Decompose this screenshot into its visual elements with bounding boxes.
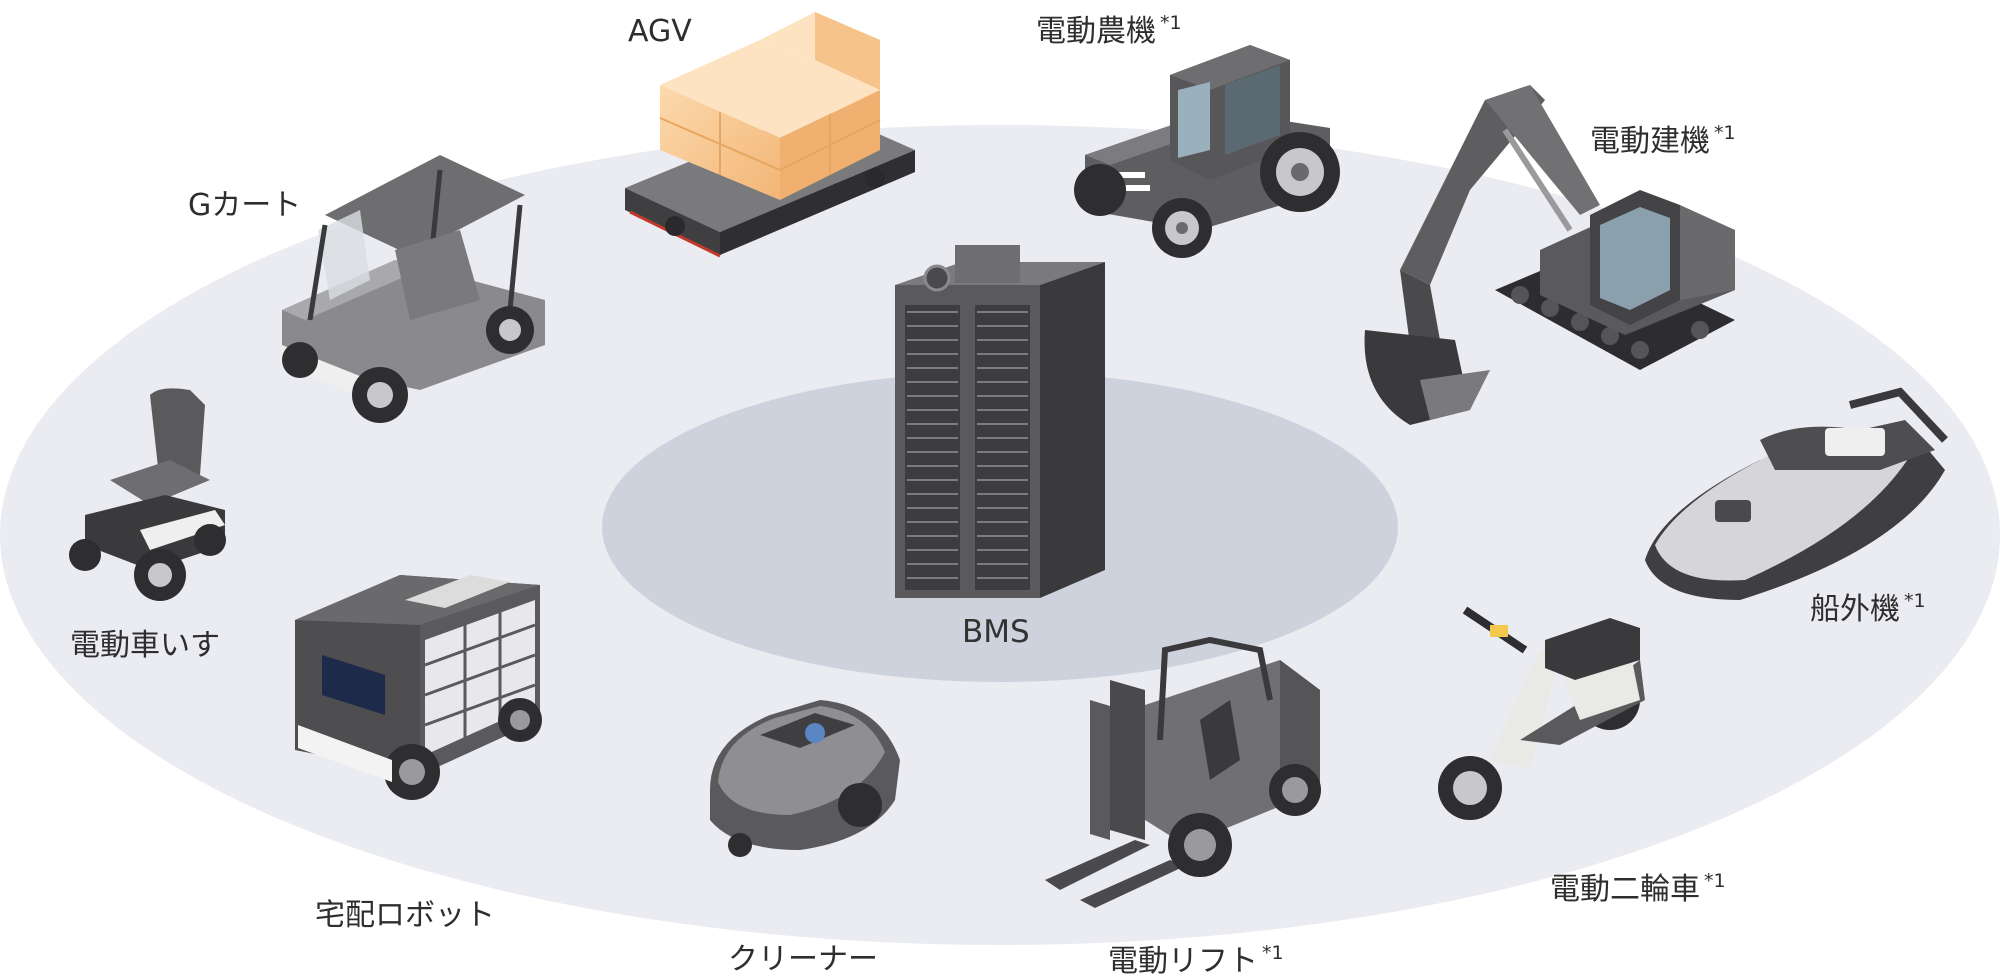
- golf-cart-icon: [282, 155, 545, 423]
- two-wheeler-label-text: 電動二輪車: [1550, 872, 1700, 907]
- two-wheeler-label: 電動二輪車*1: [1550, 872, 1726, 905]
- wheelchair-icon: [69, 388, 226, 601]
- agv-label-text: AGV: [628, 14, 692, 49]
- wheelchair-label: 電動車いす: [70, 628, 224, 661]
- outboard-label: 船外機*1: [1810, 592, 1926, 625]
- delivery-robot-icon: [295, 575, 542, 800]
- bms-label: BMS: [962, 614, 1030, 650]
- delivery-robot-label-text: 宅配ロボット: [315, 898, 495, 933]
- golf-cart-label: Gカート: [188, 188, 305, 221]
- cleaner-label-text: クリーナー: [728, 942, 878, 977]
- outboard-label-note: *1: [1904, 590, 1926, 612]
- forklift-label-text: 電動リフト: [1108, 944, 1258, 979]
- construction-label-note: *1: [1714, 122, 1736, 144]
- ag-machine-label-note: *1: [1160, 12, 1182, 34]
- tractor-icon: [1074, 45, 1340, 258]
- excavator-icon: [1364, 85, 1735, 425]
- cleaner-label: クリーナー: [728, 942, 882, 975]
- ag-machine-label-text: 電動農機: [1036, 14, 1156, 49]
- forklift-label-note: *1: [1262, 942, 1284, 964]
- delivery-robot-label: 宅配ロボット: [315, 898, 499, 931]
- agv-label: AGV: [628, 14, 696, 47]
- forklift-label: 電動リフト*1: [1108, 944, 1284, 977]
- construction-label: 電動建機*1: [1590, 124, 1736, 157]
- ag-machine-label: 電動農機*1: [1036, 14, 1182, 47]
- robot-cleaner-icon: [710, 700, 900, 857]
- forklift-icon: [1045, 636, 1321, 908]
- two-wheeler-label-note: *1: [1704, 870, 1726, 892]
- bms-battery-icon: [895, 245, 1105, 598]
- scooter-icon: [1438, 606, 1645, 820]
- agv-icon: [625, 12, 915, 258]
- outboard-label-text: 船外機: [1810, 592, 1900, 627]
- boat-icon: [1645, 387, 1948, 600]
- golf-cart-label-text: Gカート: [188, 188, 302, 223]
- construction-label-text: 電動建機: [1590, 124, 1710, 159]
- wheelchair-label-text: 電動車いす: [70, 628, 220, 663]
